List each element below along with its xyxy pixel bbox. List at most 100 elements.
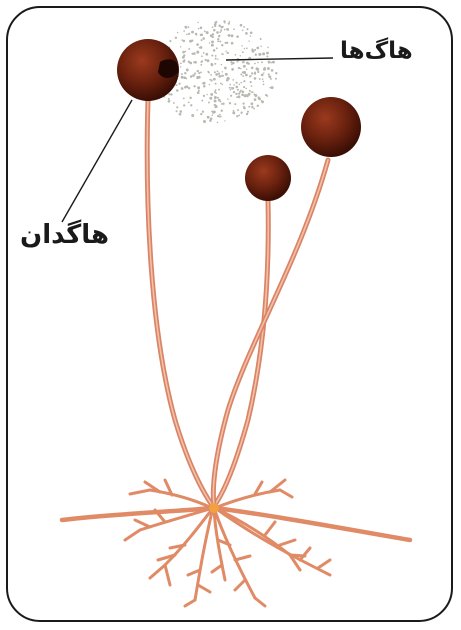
- spore-dot: [178, 83, 180, 85]
- spore-dot: [259, 78, 261, 80]
- spore-dot: [269, 76, 272, 79]
- spore-dot: [176, 110, 178, 112]
- spore-dot: [243, 71, 246, 74]
- spore-dot: [209, 97, 212, 100]
- spore-dot: [231, 42, 234, 45]
- spore-dot: [219, 31, 221, 33]
- spore-dot: [233, 110, 235, 112]
- spore-dot: [221, 44, 223, 46]
- spore-dot: [240, 68, 242, 70]
- spore-dot: [247, 111, 249, 113]
- spore-dot: [221, 103, 222, 104]
- spore-dot: [258, 97, 261, 100]
- spore-dot: [188, 102, 190, 104]
- spore-dot: [254, 63, 256, 65]
- spore-dot: [260, 45, 262, 47]
- spore-dot: [217, 38, 219, 40]
- spore-dot: [226, 42, 228, 44]
- spore-dot: [175, 37, 177, 39]
- spore-dot: [190, 75, 192, 77]
- spore-dot: [254, 98, 257, 101]
- spore-dot: [246, 28, 248, 30]
- spore-dot: [267, 67, 270, 70]
- spore-dot: [246, 69, 248, 71]
- spore-dot: [246, 95, 248, 97]
- spore-dot: [202, 37, 205, 40]
- spore-dot: [179, 113, 182, 116]
- spore-dot: [183, 97, 185, 99]
- spore-dot: [231, 34, 234, 37]
- spore-dot: [214, 91, 216, 93]
- spore-dot: [170, 93, 172, 95]
- spore-dot: [218, 89, 220, 91]
- spore-dot: [214, 100, 217, 103]
- spore-dot: [208, 72, 210, 74]
- spore-dot: [201, 100, 203, 102]
- spore-dot: [226, 28, 229, 31]
- spore-dot: [175, 84, 177, 86]
- spore-dot: [211, 54, 213, 56]
- spore-dot: [243, 86, 245, 88]
- spore-dot: [215, 89, 217, 91]
- spore-dot: [188, 87, 190, 89]
- spore-dot: [209, 42, 210, 43]
- spore-dot: [181, 76, 184, 79]
- spore-dot: [241, 93, 244, 96]
- spore-dot: [224, 120, 225, 121]
- spore-dot: [238, 67, 240, 69]
- spore-dot: [269, 87, 271, 89]
- spore-dot: [240, 90, 242, 92]
- spore-dot: [217, 115, 219, 117]
- spore-dot: [227, 98, 229, 100]
- spore-dot: [237, 109, 239, 111]
- spore-dot: [211, 110, 213, 112]
- spore-dot: [210, 93, 213, 96]
- spore-dot: [242, 102, 244, 104]
- spore-dot: [212, 114, 214, 116]
- spore-dot: [193, 52, 196, 55]
- spore-dot: [221, 84, 223, 86]
- spore-dot: [214, 96, 217, 99]
- spore-dot: [183, 40, 185, 42]
- spore-dot: [185, 51, 187, 53]
- spore-dot: [211, 63, 213, 65]
- spore-dot: [268, 61, 271, 64]
- spore-dot: [257, 105, 259, 107]
- spore-dot: [257, 71, 259, 73]
- spore-dot: [204, 30, 206, 32]
- spore-dot: [242, 29, 244, 31]
- spore-dot: [246, 113, 248, 115]
- spore-dot: [248, 40, 249, 41]
- spore-dot: [190, 104, 192, 106]
- spore-dot: [210, 34, 213, 37]
- spore-dot: [253, 108, 255, 110]
- spore-dot: [250, 32, 253, 35]
- spore-dot: [182, 51, 185, 54]
- spore-dot: [201, 39, 203, 41]
- spore-dot: [230, 89, 232, 91]
- sporangium-middle: [245, 155, 291, 201]
- spore-dot: [229, 21, 231, 23]
- spore-dot: [189, 40, 192, 43]
- spore-dot: [220, 29, 222, 31]
- spore-dot: [257, 62, 258, 63]
- spore-dot: [238, 114, 240, 116]
- spore-dot: [251, 85, 253, 87]
- spore-dot: [254, 94, 257, 97]
- spore-dot: [207, 59, 210, 62]
- spore-dot: [222, 26, 224, 28]
- spore-dot: [181, 87, 184, 90]
- spore-dot: [262, 52, 265, 55]
- spore-dot: [188, 48, 190, 50]
- spore-dot: [254, 72, 256, 74]
- spore-dot: [193, 85, 195, 87]
- spore-dot: [184, 72, 186, 74]
- spore-dot: [168, 100, 171, 103]
- spore-dot: [202, 82, 204, 84]
- spore-dot: [189, 97, 191, 99]
- spore-dot: [236, 115, 238, 117]
- spore-dot: [267, 47, 269, 49]
- stalk-middle-highlight: [214, 200, 268, 506]
- spore-dot: [215, 105, 217, 107]
- spore-dot: [260, 54, 261, 55]
